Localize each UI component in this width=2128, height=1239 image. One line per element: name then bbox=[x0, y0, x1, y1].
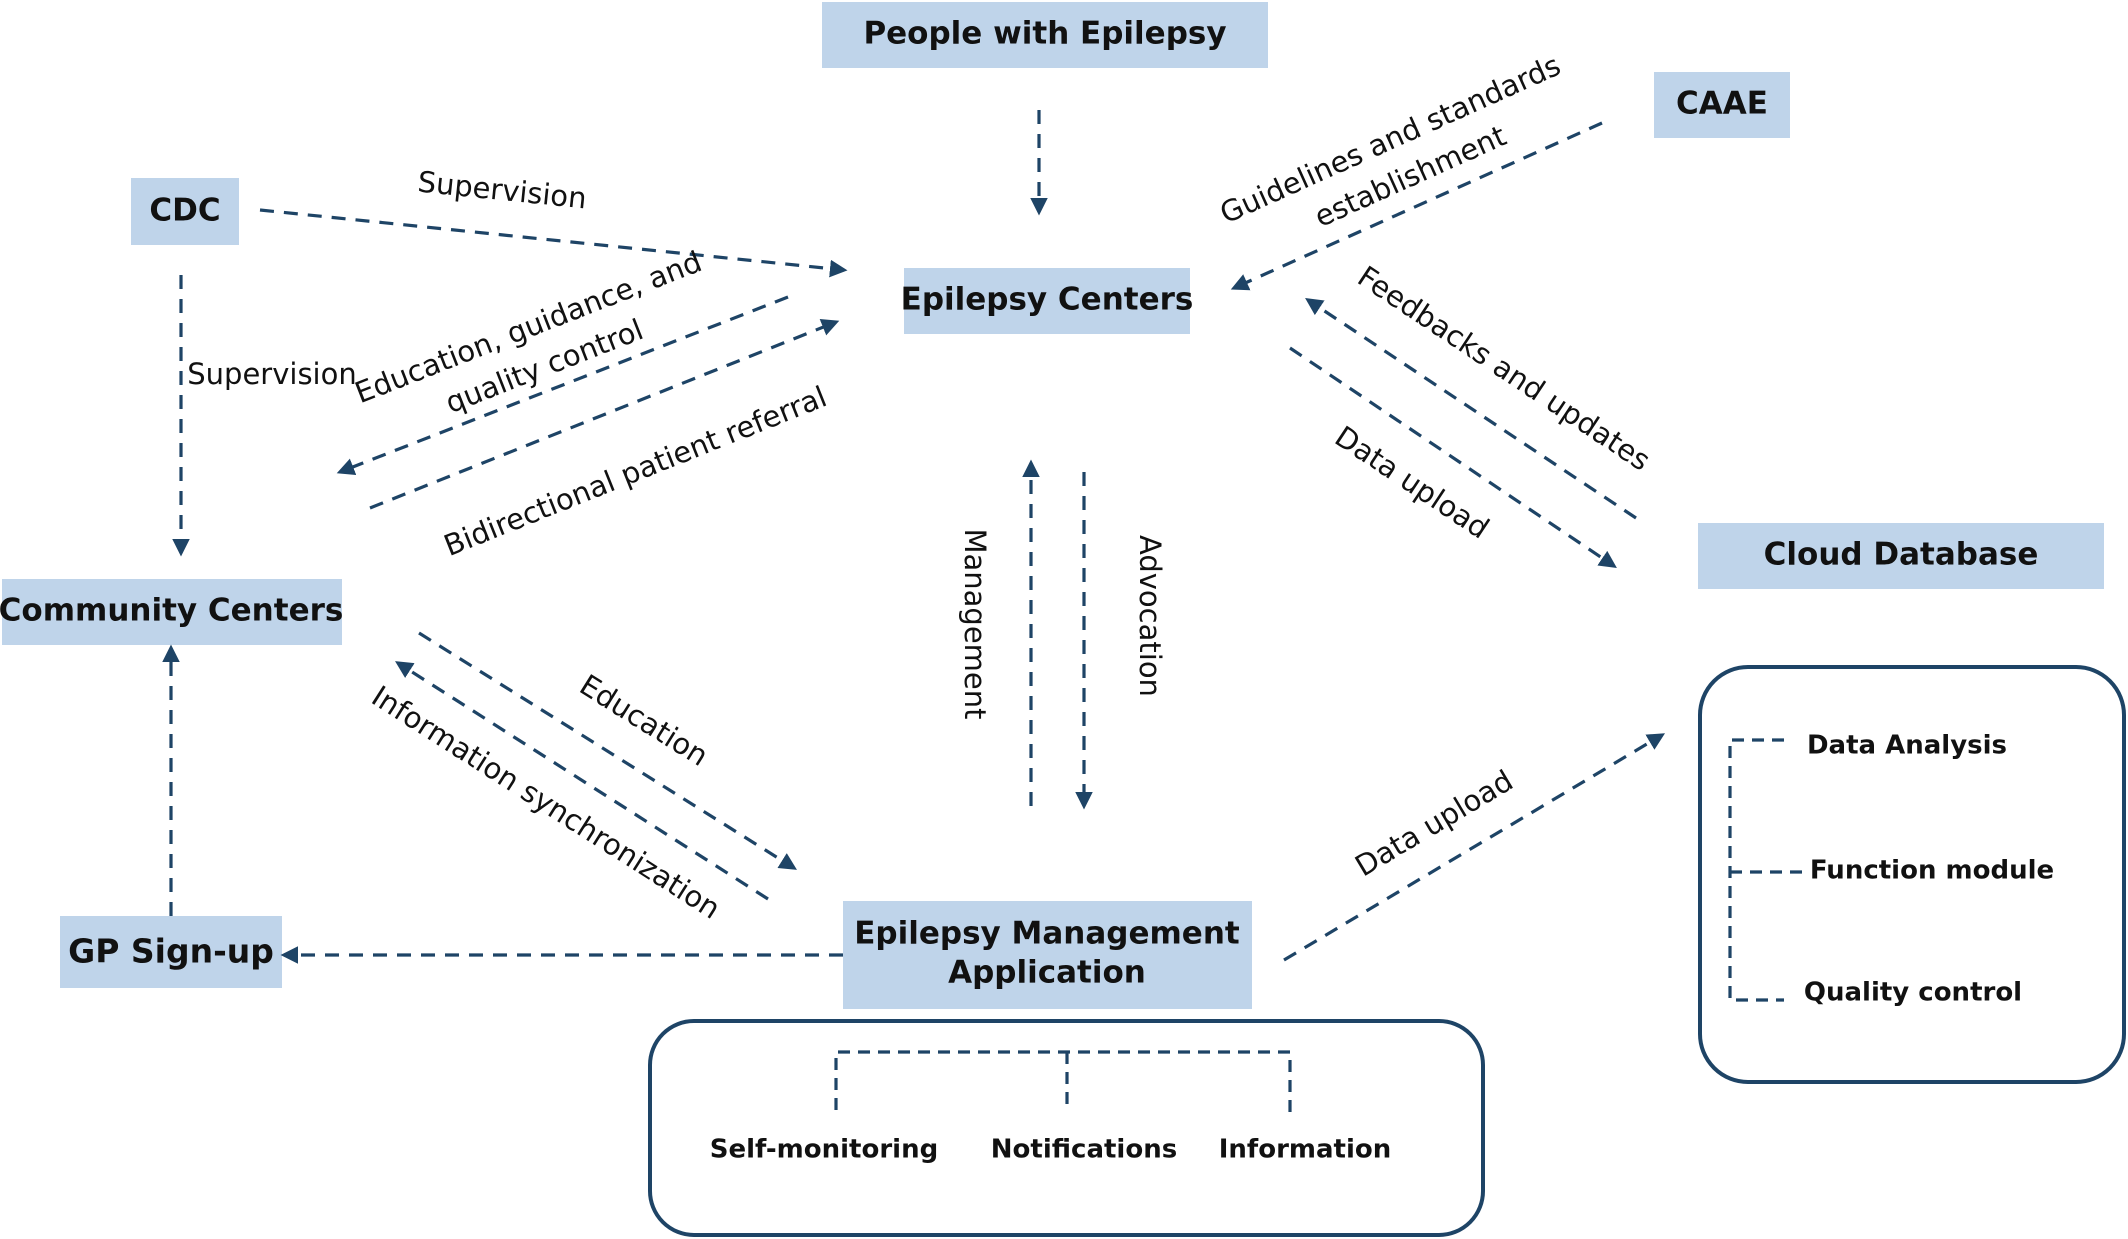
arrow-cdc-to-epilepsy-centers bbox=[259, 208, 848, 278]
label-feedbacks-updates: Feedbacks and updates bbox=[1352, 259, 1657, 477]
node-epilepsy-management-app: Epilepsy Management Application bbox=[843, 901, 1252, 1009]
node-community-centers: Community Centers bbox=[0, 579, 343, 645]
node-gp-signup: GP Sign-up bbox=[60, 916, 282, 988]
node-gp-signup-label: GP Sign-up bbox=[68, 932, 274, 971]
label-supervision-cdc-cc: Supervision bbox=[187, 357, 356, 391]
label-management: Management bbox=[958, 528, 992, 719]
node-cdc: CDC bbox=[131, 178, 239, 245]
label-education: Education bbox=[574, 668, 714, 773]
arrow-app-to-cloud-upload bbox=[1283, 733, 1666, 962]
label-supervision-cdc-ec: Supervision bbox=[416, 165, 588, 216]
node-epilepsy-centers: Epilepsy Centers bbox=[901, 268, 1194, 334]
node-cloud-database: Cloud Database bbox=[1698, 523, 2104, 589]
node-people-with-epilepsy: People with Epilepsy bbox=[822, 2, 1268, 68]
node-cdc-label: CDC bbox=[149, 193, 220, 229]
app-module-notifications: Notifications bbox=[991, 1135, 1177, 1165]
app-modules-tree-connector bbox=[834, 1050, 1292, 1112]
arrow-caae-to-epilepsy-centers bbox=[1230, 121, 1603, 291]
label-data-upload-app-cloud: Data upload bbox=[1349, 763, 1519, 883]
arrow-epilepsy-centers-to-community-centers bbox=[336, 295, 789, 476]
node-cloud-database-label: Cloud Database bbox=[1764, 537, 2039, 573]
node-community-centers-label: Community Centers bbox=[0, 593, 343, 629]
edge-labels: Supervision Supervision Education, guida… bbox=[187, 48, 1656, 926]
edges bbox=[162, 110, 1666, 964]
arrow-cloud-to-epilepsy-feedback bbox=[1305, 298, 1637, 520]
node-epilepsy-centers-label: Epilepsy Centers bbox=[901, 282, 1194, 318]
arrow-community-to-epilepsy-referral bbox=[369, 319, 840, 510]
app-module-information: Information bbox=[1219, 1135, 1392, 1165]
node-people-label: People with Epilepsy bbox=[863, 16, 1226, 52]
cloud-module-data-analysis: Data Analysis bbox=[1807, 731, 2007, 761]
label-data-upload-ec-cloud: Data upload bbox=[1329, 419, 1495, 545]
node-app-label-line1: Epilepsy Management bbox=[854, 916, 1240, 952]
node-app-label-line2: Application bbox=[948, 955, 1146, 991]
label-information-sync: Information synchronization bbox=[366, 679, 727, 926]
cloud-modules-panel: Data Analysis Function module Quality co… bbox=[1698, 665, 2126, 1084]
cloud-modules-tree-connector bbox=[1728, 738, 1804, 1002]
arrow-community-to-app-education bbox=[418, 631, 797, 870]
node-caae-label: CAAE bbox=[1676, 86, 1768, 122]
cloud-module-quality-control: Quality control bbox=[1804, 978, 2022, 1008]
label-advocation: Advocation bbox=[1133, 535, 1167, 697]
cloud-module-function-module: Function module bbox=[1810, 856, 2054, 886]
app-module-self-monitoring: Self-monitoring bbox=[710, 1135, 938, 1165]
arrow-epilepsy-to-cloud-upload bbox=[1289, 346, 1617, 568]
label-bidirectional-referral: Bidirectional patient referral bbox=[439, 379, 831, 562]
app-modules-panel: Self-monitoring Notifications Informatio… bbox=[648, 1019, 1485, 1237]
arrow-app-to-community-sync bbox=[395, 661, 769, 901]
node-caae: CAAE bbox=[1654, 72, 1790, 138]
